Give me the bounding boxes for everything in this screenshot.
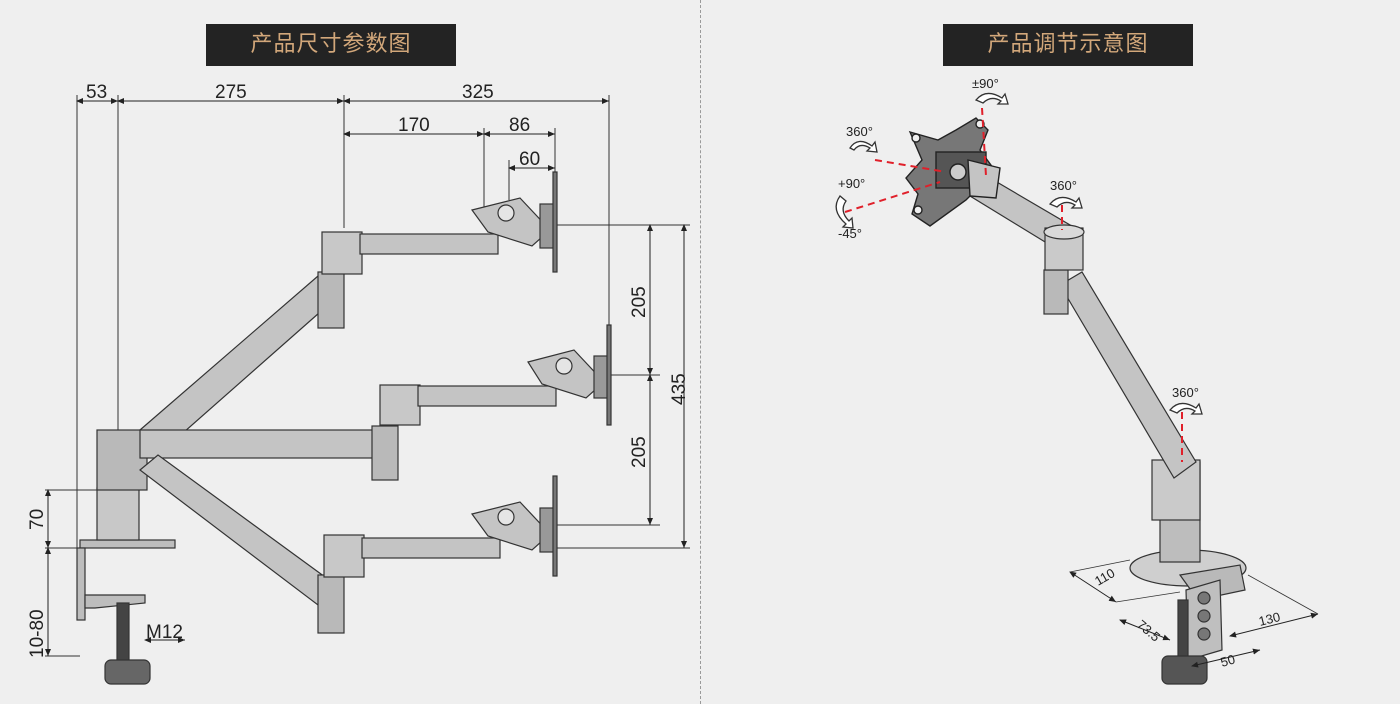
rotation-axes (844, 107, 1183, 462)
label-head-360: 360° (846, 124, 873, 139)
panel-divider (700, 0, 701, 704)
dim-60: 60 (519, 149, 540, 170)
dimension-diagram-title: 产品尺寸参数图 (206, 24, 456, 66)
dim-130: 130 (1257, 609, 1282, 629)
rotation-arrows (835, 92, 1203, 415)
adjustment-drawing: ±90° 360° +90° -45° 360° 360° 110 130 73… (835, 76, 1319, 685)
arm-lower-position (139, 454, 558, 634)
dim-275: 275 (215, 82, 247, 103)
dim-10-80: 10-80 (27, 609, 48, 658)
dim-110: 110 (1092, 565, 1117, 588)
dim-53: 53 (86, 82, 107, 103)
upper-arm (969, 177, 1085, 271)
arm-middle-position (139, 324, 612, 481)
dim-435: 435 (669, 373, 690, 405)
dim-205-upper: 205 (629, 286, 650, 318)
label-base-360: 360° (1172, 385, 1199, 400)
dim-m12: M12 (146, 622, 183, 643)
dim-205-lower: 205 (629, 436, 650, 468)
adjustment-diagram-title: 产品调节示意图 (943, 24, 1193, 66)
label-tilt-90: ±90° (972, 76, 999, 91)
dim-325: 325 (462, 82, 494, 103)
dim-73-5: 73.5 (1134, 617, 1163, 645)
label-plus-90: +90° (838, 176, 865, 191)
dim-86: 86 (509, 115, 530, 136)
dimension-drawing: 53 275 325 170 86 60 205 205 435 70 10-8… (27, 82, 690, 685)
label-elbow-360: 360° (1050, 178, 1077, 193)
arm-upper-position (139, 171, 558, 456)
base-clamp (1129, 459, 1247, 685)
dim-170: 170 (398, 115, 430, 136)
vesa-plate (905, 117, 1001, 227)
dim-70: 70 (27, 509, 48, 530)
lower-arm (1043, 269, 1197, 479)
desk-clamp (76, 429, 176, 685)
dim-50: 50 (1219, 651, 1237, 669)
label-minus-45: -45° (838, 226, 862, 241)
